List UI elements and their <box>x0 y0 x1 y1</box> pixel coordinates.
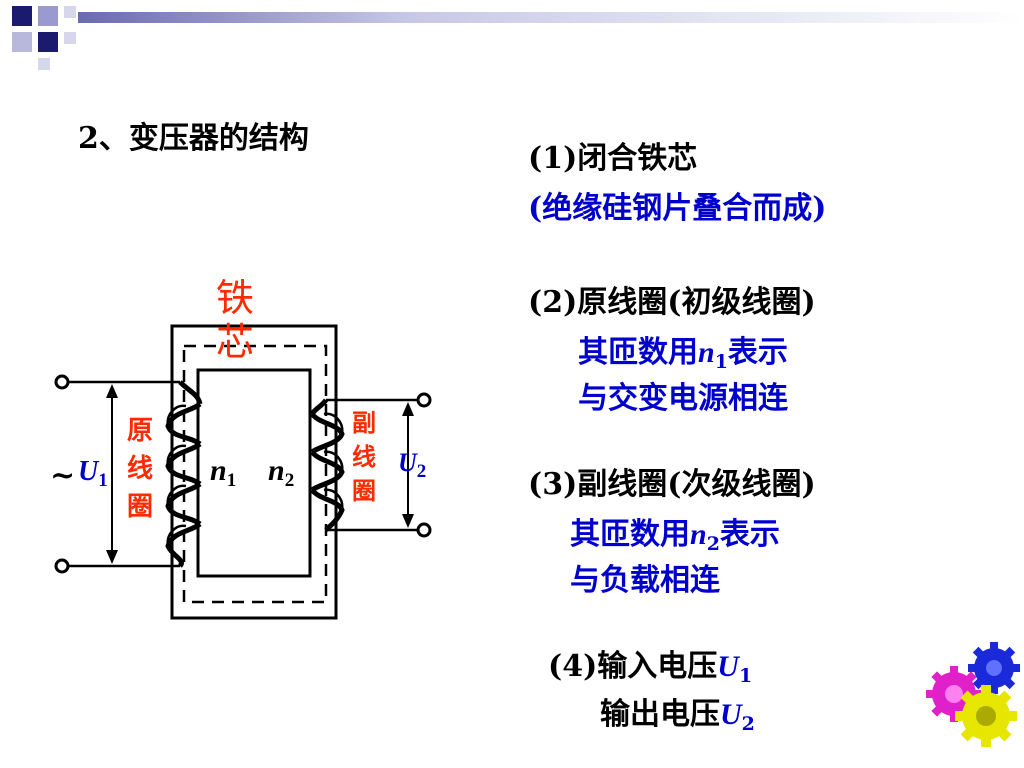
ac-source-symbol: ~ <box>50 458 76 493</box>
item1-detail: (绝缘硅钢片叠合而成) <box>528 191 827 226</box>
item2-turns: 其匝数用n1表示 <box>578 335 788 373</box>
secondary-terminal-bottom <box>416 522 432 538</box>
primary-terminal-top <box>54 374 70 390</box>
item2-title: (2)原线圈(初级线圈) <box>528 285 816 320</box>
core-label: 铁芯 <box>215 276 254 364</box>
secondary-terminal-top <box>416 392 432 408</box>
n2-label: n2 <box>268 454 295 491</box>
gears-icon <box>926 642 1020 747</box>
secondary-coil-label: 副线圈 <box>352 408 376 505</box>
item3-title: (3)副线圈(次级线圈) <box>528 467 816 502</box>
item2-connection: 与交变电源相连 <box>578 381 788 416</box>
slide-title: 2、变压器的结构 <box>78 121 309 156</box>
u1-label: U1 <box>78 456 108 491</box>
item3-turns: 其匝数用n2表示 <box>570 517 780 555</box>
flux-path-dashed <box>182 344 328 604</box>
item4-output-voltage: 输出电压U2 <box>600 697 755 735</box>
item3-connection: 与负载相连 <box>570 563 720 598</box>
u2-label: U2 <box>398 448 427 482</box>
n1-label: n1 <box>210 454 237 491</box>
primary-terminal-bottom <box>54 558 70 574</box>
item1-title: (1)闭合铁芯 <box>528 141 698 176</box>
core-inner-window <box>196 368 312 578</box>
item4-input-voltage: (4)输入电压U1 <box>548 649 753 687</box>
corner-squares-decoration <box>12 6 1024 70</box>
primary-coil-label: 原线圈 <box>126 416 153 522</box>
